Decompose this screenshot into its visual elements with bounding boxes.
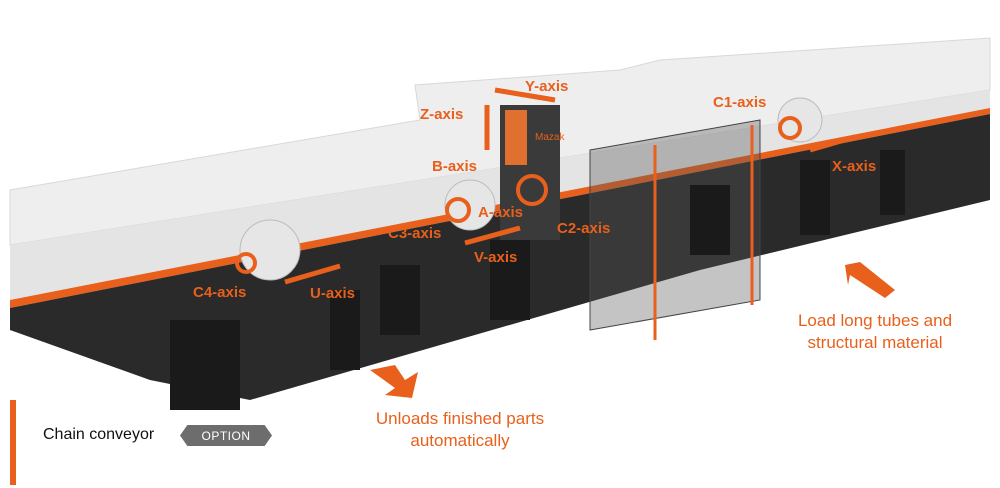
v-axis-label: V-axis (474, 249, 518, 266)
y-axis-label: Y-axis (525, 78, 569, 95)
axis-arrows (235, 87, 856, 285)
c1-axis-label: C1-axis (713, 94, 767, 111)
c3-axis-label: C3-axis (388, 225, 442, 242)
z-axis-label: Z-axis (420, 106, 464, 123)
x-axis-label: X-axis (832, 158, 877, 175)
u-axis-label: U-axis (310, 285, 356, 302)
unload-arrow (370, 365, 418, 398)
b-axis-label: B-axis (432, 158, 478, 175)
safety-fence (589, 119, 761, 331)
a-axis-label: A-axis (478, 204, 524, 221)
load-note: Load long tubes and structural material (797, 311, 953, 352)
unload-note: Unloads finished parts automatically (375, 409, 545, 450)
load-arrow (845, 262, 895, 298)
brand-logo: Mazak (535, 132, 565, 143)
chuck-c1 (777, 97, 823, 143)
c2-axis-label: C2-axis (557, 220, 611, 237)
option-badge: OPTION (180, 425, 272, 446)
conveyor-racks (170, 150, 905, 410)
c4-axis-label: C4-axis (193, 284, 247, 301)
chain-conveyor-label: Chain conveyor (43, 426, 155, 443)
